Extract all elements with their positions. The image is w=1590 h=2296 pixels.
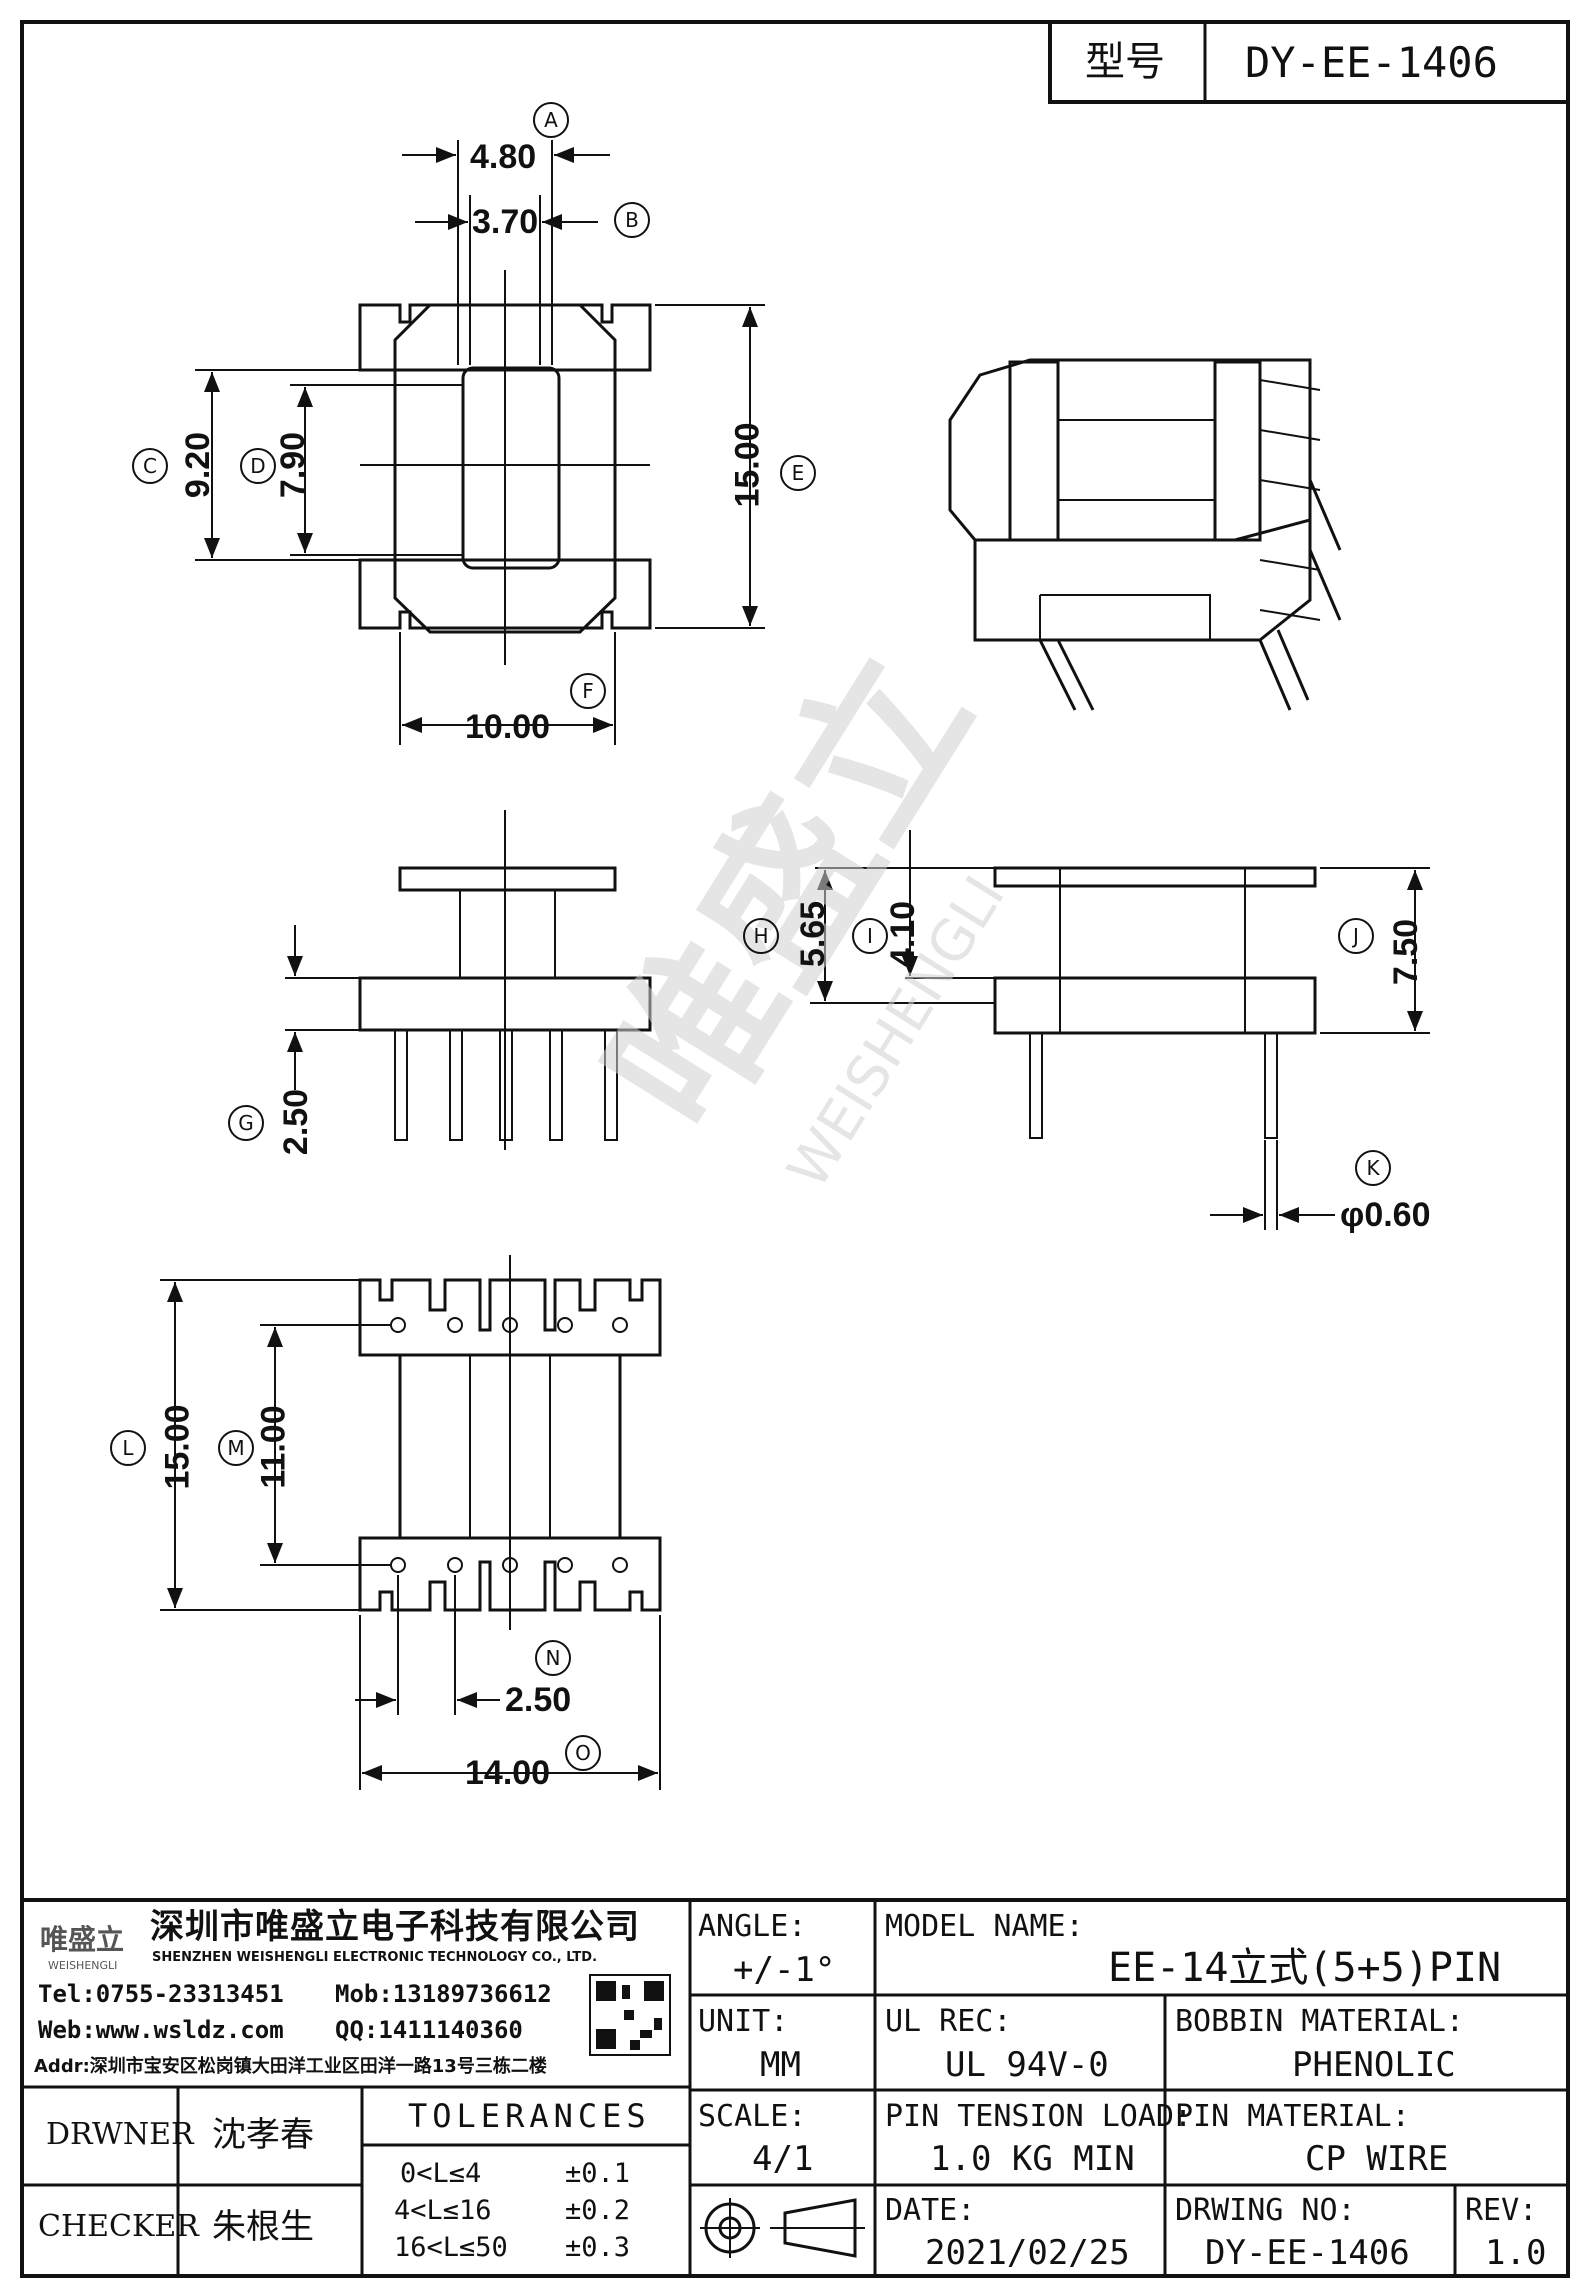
- marker-j: J: [1338, 918, 1374, 954]
- model-name-value: EE-14立式(5+5)PIN: [1108, 1945, 1502, 1991]
- marker-k: K: [1355, 1150, 1391, 1186]
- marker-i: I: [852, 918, 888, 954]
- company-logo-cn: 唯盛立: [40, 1923, 125, 1956]
- bobbin-material-label: BOBBIN MATERIAL:: [1175, 2004, 1464, 2039]
- rev-label: REV:: [1465, 2193, 1538, 2228]
- dim-d-value: 7.90: [274, 431, 313, 499]
- dim-f-value: 10.00: [465, 708, 551, 746]
- tolerance-range-2: 4<L≤16: [394, 2195, 492, 2226]
- tolerance-range-1: 0<L≤4: [400, 2158, 482, 2189]
- company-tel: Tel:0755-23313451: [38, 1980, 284, 2008]
- dim-h-value: 5.65: [794, 900, 833, 968]
- bobbin-material-value: PHENOLIC: [1292, 2045, 1456, 2085]
- marker-m: M: [218, 1430, 254, 1466]
- pin-material-label: PIN MATERIAL:: [1175, 2099, 1410, 2134]
- angle-label: ANGLE:: [698, 1909, 807, 1944]
- company-mob: Mob:13189736612: [335, 1980, 552, 2008]
- tolerance-range-3: 16<L≤50: [394, 2232, 508, 2263]
- angle-value: +/-1°: [733, 1950, 836, 1990]
- checker-value: 朱根生: [212, 2207, 314, 2247]
- company-web: Web:www.wsldz.com: [38, 2016, 284, 2044]
- pin-material-value: CP WIRE: [1305, 2139, 1449, 2179]
- unit-label: UNIT:: [698, 2004, 789, 2039]
- tolerance-value-2: ±0.2: [565, 2195, 631, 2226]
- dim-b-value: 3.70: [472, 203, 539, 241]
- dim-c-value: 9.20: [179, 431, 218, 499]
- dim-k-value: φ0.60: [1340, 1196, 1431, 1234]
- company-name-en: SHENZHEN WEISHENGLI ELECTRONIC TECHNOLOG…: [152, 1950, 598, 1965]
- dim-m-value: 11.00: [254, 1405, 293, 1489]
- tolerance-value-3: ±0.3: [565, 2232, 631, 2263]
- marker-d: D: [240, 448, 276, 484]
- scale-label: SCALE:: [698, 2099, 807, 2134]
- company-logo-en: WEISHENGLI: [48, 1959, 118, 1972]
- pin-tension-value: 1.0 KG MIN: [930, 2139, 1135, 2179]
- drawing-no-value: DY-EE-1406: [1205, 2233, 1410, 2273]
- dim-e-value: 15.00: [728, 422, 767, 508]
- dim-g-value: 2.50: [277, 1088, 316, 1156]
- date-label: DATE:: [885, 2193, 976, 2228]
- company-name-cn: 深圳市唯盛立电子科技有限公司: [150, 1907, 640, 1947]
- tolerance-value-1: ±0.1: [565, 2158, 631, 2189]
- marker-h: H: [743, 918, 779, 954]
- dim-o-value: 14.00: [465, 1754, 551, 1792]
- rev-value: 1.0: [1485, 2233, 1547, 2273]
- dim-a-value: 4.80: [470, 138, 537, 176]
- ul-rec-value: UL 94V-0: [945, 2045, 1109, 2085]
- company-address: Addr:深圳市宝安区松岗镇大田洋工业区田洋一路13号三栋二楼: [34, 2056, 547, 2077]
- tolerances-title: TOLERANCES: [408, 2097, 651, 2135]
- marker-b: B: [614, 202, 650, 238]
- pin-tension-label: PIN TENSION LOAD:: [885, 2099, 1193, 2134]
- marker-c: C: [132, 448, 168, 484]
- marker-f: F: [570, 673, 606, 709]
- drawer-label: DRWNER: [46, 2117, 194, 2152]
- date-value: 2021/02/25: [925, 2233, 1130, 2273]
- marker-o: O: [565, 1735, 601, 1771]
- scale-value: 4/1: [752, 2139, 814, 2179]
- ul-rec-label: UL REC:: [885, 2004, 1012, 2039]
- marker-n: N: [535, 1640, 571, 1676]
- unit-value: MM: [760, 2045, 801, 2085]
- checker-label: CHECKER: [38, 2209, 199, 2244]
- dim-l-value: 15.00: [158, 1404, 197, 1490]
- model-name-label: MODEL NAME:: [885, 1909, 1084, 1944]
- company-qq: QQ:1411140360: [335, 2016, 523, 2044]
- drawer-value: 沈孝春: [212, 2115, 314, 2155]
- marker-e: E: [780, 455, 816, 491]
- drawing-no-label: DRWING NO:: [1175, 2193, 1356, 2228]
- marker-l: L: [110, 1430, 146, 1466]
- dim-i-value: 4.10: [884, 900, 923, 968]
- marker-a: A: [533, 102, 569, 138]
- dim-n-value: 2.50: [505, 1681, 572, 1719]
- type-label: 型号: [1085, 39, 1165, 85]
- type-value: DY-EE-1406: [1245, 38, 1498, 87]
- dim-j-value: 7.50: [1387, 918, 1426, 986]
- marker-g: G: [228, 1105, 264, 1141]
